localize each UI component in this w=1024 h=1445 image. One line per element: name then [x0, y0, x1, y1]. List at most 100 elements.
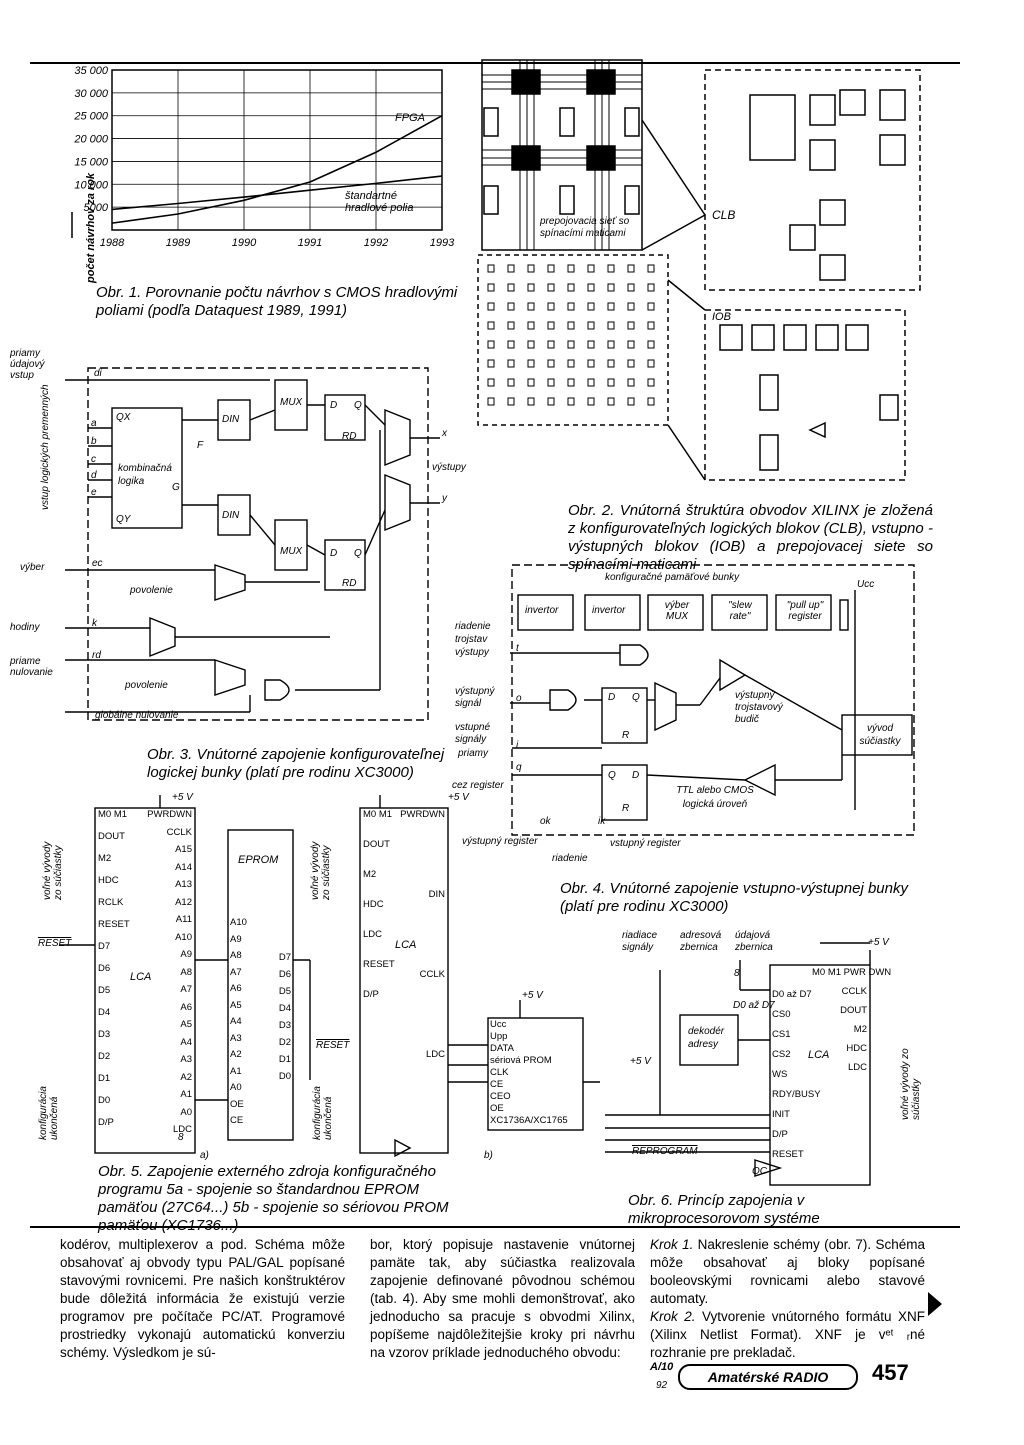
eprom-right-5: D2 [278, 1037, 291, 1048]
lca-b-left-4: LDC [363, 929, 383, 940]
fig3-ff2-d: D [330, 548, 338, 559]
chip-cell [647, 321, 655, 330]
chip-cell [487, 378, 495, 387]
chip-cell [507, 283, 515, 292]
fig6-left-1: CS0 [772, 1009, 791, 1020]
fig5-caption: Obr. 5. Zapojenie externého zdroja konfi… [98, 1163, 449, 1234]
chart-ytick-label: 25 000 [73, 111, 109, 123]
lca-a-left-11: D2 [98, 1051, 111, 1062]
chip-cell [567, 378, 575, 387]
fig3-qx: QX [116, 412, 131, 423]
lca-b-right-2: CCLK [419, 969, 445, 980]
prom-pins-8: XC1736A/XC1765 [490, 1115, 568, 1126]
fig6-dekoder: dekodér adresy [688, 1026, 725, 1050]
chip-cell [587, 283, 595, 292]
chip-cell [507, 302, 515, 311]
fig5a-reset: RESET [38, 938, 72, 949]
fig3-x: x [442, 428, 447, 439]
fig3-f: F [197, 440, 204, 451]
lca-a-left-6: D7 [98, 941, 111, 952]
fig6-oc: OC [752, 1166, 767, 1177]
eprom-left-11: OE [230, 1098, 244, 1110]
magazine-logo: Amatérské RADIO [678, 1364, 858, 1390]
fig6-lca: LCA [808, 1049, 830, 1061]
lca-a-left-8: D5 [98, 985, 111, 996]
prom-pins-6: CEO [490, 1091, 511, 1102]
fig3-ff2-rd: RD [342, 578, 357, 589]
fig6-left-0: D0 až D7 [772, 989, 812, 1000]
chip-cell [507, 359, 515, 368]
fig2-caption: Obr. 2. Vnútorná štruktúra obvodov XILIN… [568, 502, 933, 573]
fig3-rd: rd [92, 650, 101, 661]
chip-cell [567, 283, 575, 292]
chip-cell [507, 340, 515, 349]
fig6-right-2: DOUT [840, 1005, 867, 1016]
fig6-left-8: RESET [772, 1149, 804, 1160]
fig5a-eight: 8 [178, 1132, 184, 1143]
eprom-left-3: A7 [230, 966, 242, 978]
eprom-right-2: D5 [278, 986, 291, 997]
fig4-pin-i: i [516, 740, 519, 751]
chart-ytick-label: 20 000 [73, 134, 109, 146]
fig5a-sub: a) [200, 1150, 209, 1161]
eprom-left-8: A2 [230, 1049, 242, 1060]
eprom-left-5: A5 [230, 999, 242, 1011]
chip-cell [487, 321, 495, 330]
fig4-pin-ik: ik [598, 816, 606, 827]
lca-a-right-10: A7 [180, 984, 192, 995]
krok1-head: Krok 1. [650, 1237, 694, 1252]
lca-a-left-7: D6 [98, 963, 111, 974]
fig5a-lca: LCA [130, 971, 152, 983]
lca-a-right-13: A4 [180, 1036, 192, 1048]
chip-cell [567, 302, 575, 311]
chip-cell [607, 340, 615, 349]
chip-cell [607, 302, 615, 311]
chip-cell [547, 359, 555, 368]
chip-cell [527, 264, 535, 273]
lca-a-left-13: D0 [98, 1095, 111, 1106]
chip-cell [487, 302, 495, 311]
prom-pins-2: DATA [490, 1043, 514, 1054]
eprom-right-0: D7 [278, 952, 291, 963]
chip-cell [587, 321, 595, 330]
fig6-left-2: CS1 [772, 1029, 791, 1040]
fig3-povolenie-1: povolenie [130, 585, 173, 596]
chip-cell [587, 378, 595, 387]
fig4-ucc: Ucc [857, 579, 875, 590]
chart-ytick-label: 30 000 [74, 88, 109, 100]
fig3-in-d: d [91, 470, 97, 481]
lca-a-right-12: A5 [180, 1019, 192, 1030]
fig5a-konfig: konfigurácia ukončená [38, 1086, 60, 1140]
fig6-d0d7: D0 až D7 [733, 1000, 775, 1011]
fig1-caption: Obr. 1. Porovnanie počtu návrhov s CMOS … [96, 284, 458, 319]
chip-cell [547, 321, 555, 330]
top-rule [30, 62, 960, 64]
lca-a-right-9: A8 [180, 966, 192, 978]
lca-a-right-15: A2 [180, 1071, 192, 1083]
lca-a-right-17: A0 [180, 1106, 192, 1118]
chip-cell [487, 340, 495, 349]
fig5a-plus5v: +5 V [172, 792, 193, 803]
lca-a-left-12: D1 [98, 1073, 111, 1084]
fig3-vyber: výber [20, 562, 45, 573]
text-rule [30, 1226, 960, 1228]
fig4-vystupny-signal: výstupný signál [455, 686, 495, 709]
chip-cell [647, 264, 655, 273]
chip-cell [627, 340, 635, 349]
lca-a-right-3: A14 [175, 861, 192, 873]
prom-pins-5: CE [490, 1079, 504, 1090]
fig3-ff1-d: D [330, 400, 338, 411]
chip-cell [527, 340, 535, 349]
fig3-logic-in: vstup logických premenných [40, 384, 51, 510]
chip-cell [647, 340, 655, 349]
fig5b-volne: voľné vývody zo súčiastky [310, 841, 332, 900]
chip-cell [627, 321, 635, 330]
chip-cell [567, 264, 575, 273]
fig4-ff2-q: Q [608, 770, 616, 781]
chart-series-line-0 [111, 115, 443, 224]
krok2-head: Krok 2. [650, 1309, 696, 1324]
prom-pins-0: Ucc [490, 1019, 507, 1030]
eprom-right-4: D3 [278, 1020, 291, 1031]
lca-a-right-14: A3 [180, 1054, 192, 1065]
fig4-ff2-r: R [622, 803, 630, 814]
